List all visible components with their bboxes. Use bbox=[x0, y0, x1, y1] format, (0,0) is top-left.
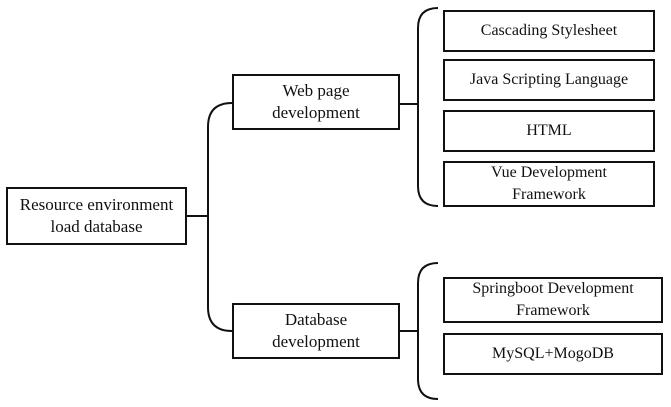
database-development-line-2: development bbox=[272, 332, 360, 351]
web-leaves-bracket bbox=[417, 7, 439, 207]
java-scripting-language-label: Java Scripting Language bbox=[469, 71, 629, 88]
cascading-stylesheet-node: Cascading Stylesheet bbox=[443, 10, 655, 52]
level1-bracket bbox=[207, 102, 233, 332]
springboot-development-framework-line-1: Springboot Development bbox=[472, 280, 634, 297]
root-node-line-2: load database bbox=[50, 217, 143, 236]
root-node: Resource environment load database bbox=[6, 187, 187, 245]
web-page-development-line-2: development bbox=[272, 103, 360, 122]
web-page-development-line-1: Web page bbox=[282, 81, 350, 100]
database-leaves-bracket bbox=[417, 262, 439, 400]
root-node-line-1: Resource environment bbox=[19, 195, 174, 214]
html-node: HTML bbox=[443, 110, 655, 152]
html-label: HTML bbox=[526, 122, 572, 139]
vue-development-framework-line-2: Framework bbox=[512, 186, 586, 203]
cascading-stylesheet-label: Cascading Stylesheet bbox=[480, 22, 618, 39]
mysql-mogodb-node: MySQL+MogoDB bbox=[443, 333, 663, 375]
database-development-node: Database development bbox=[232, 303, 400, 359]
database-development-line-1: Database bbox=[284, 310, 348, 329]
springboot-development-framework-node: Springboot Development Framework bbox=[443, 277, 663, 323]
vue-development-framework-node: Vue Development Framework bbox=[443, 161, 655, 207]
mysql-mogodb-label: MySQL+MogoDB bbox=[492, 345, 614, 362]
web-page-development-node: Web page development bbox=[232, 74, 400, 130]
java-scripting-language-node: Java Scripting Language bbox=[443, 59, 655, 101]
springboot-development-framework-line-2: Framework bbox=[516, 302, 590, 319]
vue-development-framework-line-1: Vue Development bbox=[491, 164, 607, 181]
